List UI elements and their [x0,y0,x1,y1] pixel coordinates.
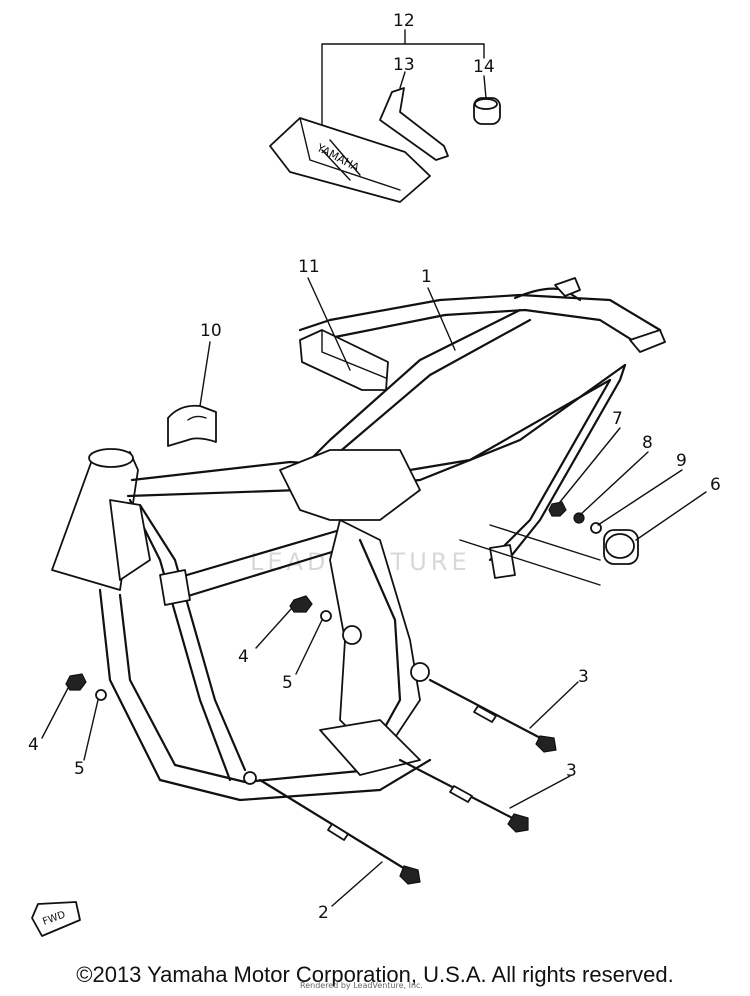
nut-7 [548,501,567,517]
callout-4-lower: 4 [28,735,39,755]
callout-10: 10 [200,321,222,341]
callout-12: 12 [393,11,415,31]
callout-6: 6 [710,475,721,495]
washer-lower-5 [95,689,107,701]
callout-14: 14 [473,57,495,77]
washer-upper-5 [320,610,332,622]
callout-7: 7 [612,409,623,429]
damper-6 [603,529,639,565]
render-credit: Rendered by LeadVenture, Inc. [300,981,423,990]
callout-11: 11 [298,257,320,277]
callout-9: 9 [676,451,687,471]
nut-upper-4 [289,595,313,613]
leader-lines [41,71,707,907]
bolt-3-upper [428,678,557,753]
callout-3-lower: 3 [566,761,577,781]
callout-5-upper: 5 [282,673,293,693]
frame-pad-10 [167,404,217,447]
forward-arrow-icon: FWD [31,901,81,937]
wrench-tool [379,87,449,161]
callout-3-upper: 3 [578,667,589,687]
copyright-text: ©2013 Yamaha Motor Corporation, U.S.A. A… [76,962,674,987]
callout-4-upper: 4 [238,647,249,667]
bolt-3-lower [398,758,529,833]
tool-bag: YAMAHA [269,117,431,203]
bolt-2 [258,778,421,885]
callout-13: 13 [393,55,415,75]
callout-5-lower: 5 [74,759,85,779]
washer-8 [573,512,585,524]
callout-1: 1 [421,267,432,287]
nut-lower-4 [65,673,87,691]
grommet-part [473,97,501,125]
callouts: 12 13 14 1 11 10 7 8 9 6 4 5 4 5 3 3 2 [28,11,721,923]
tool-kit-group: YAMAHA [269,29,501,203]
callout-8: 8 [642,433,653,453]
frame-pad-11 [299,329,389,391]
main-frame [51,277,666,802]
callout-2: 2 [318,903,329,923]
